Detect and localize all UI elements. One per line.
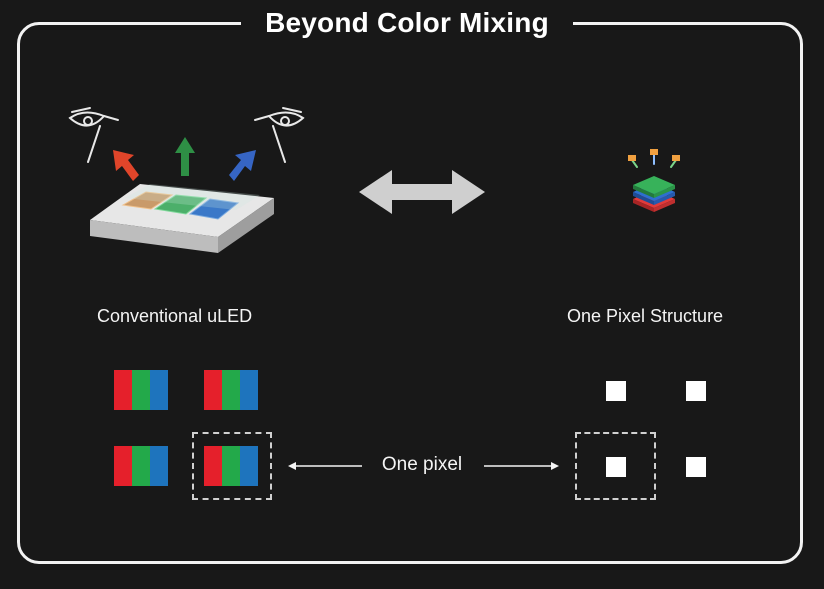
- one-pixel-highlight-left: [192, 432, 272, 500]
- green-subpixel: [132, 446, 150, 486]
- diagram-title: Beyond Color Mixing: [241, 0, 573, 46]
- one-pixel-label: One pixel: [381, 454, 463, 475]
- red-subpixel: [204, 370, 222, 410]
- white-pixel: [606, 381, 626, 401]
- white-pixel: [606, 457, 626, 477]
- green-subpixel: [222, 370, 240, 410]
- green-subpixel: [132, 370, 150, 410]
- red-subpixel: [114, 446, 132, 486]
- green-subpixel: [222, 446, 240, 486]
- blue-subpixel: [240, 370, 258, 410]
- red-subpixel: [204, 446, 222, 486]
- blue-subpixel: [240, 446, 258, 486]
- white-pixel: [686, 381, 706, 401]
- white-pixel: [686, 457, 706, 477]
- conventional-uled-label: Conventional uLED: [97, 306, 253, 326]
- blue-subpixel: [150, 446, 168, 486]
- one-pixel-structure-label: One Pixel Structure: [567, 306, 724, 326]
- one-pixel-highlight-right: [575, 432, 656, 500]
- red-subpixel: [114, 370, 132, 410]
- blue-subpixel: [150, 370, 168, 410]
